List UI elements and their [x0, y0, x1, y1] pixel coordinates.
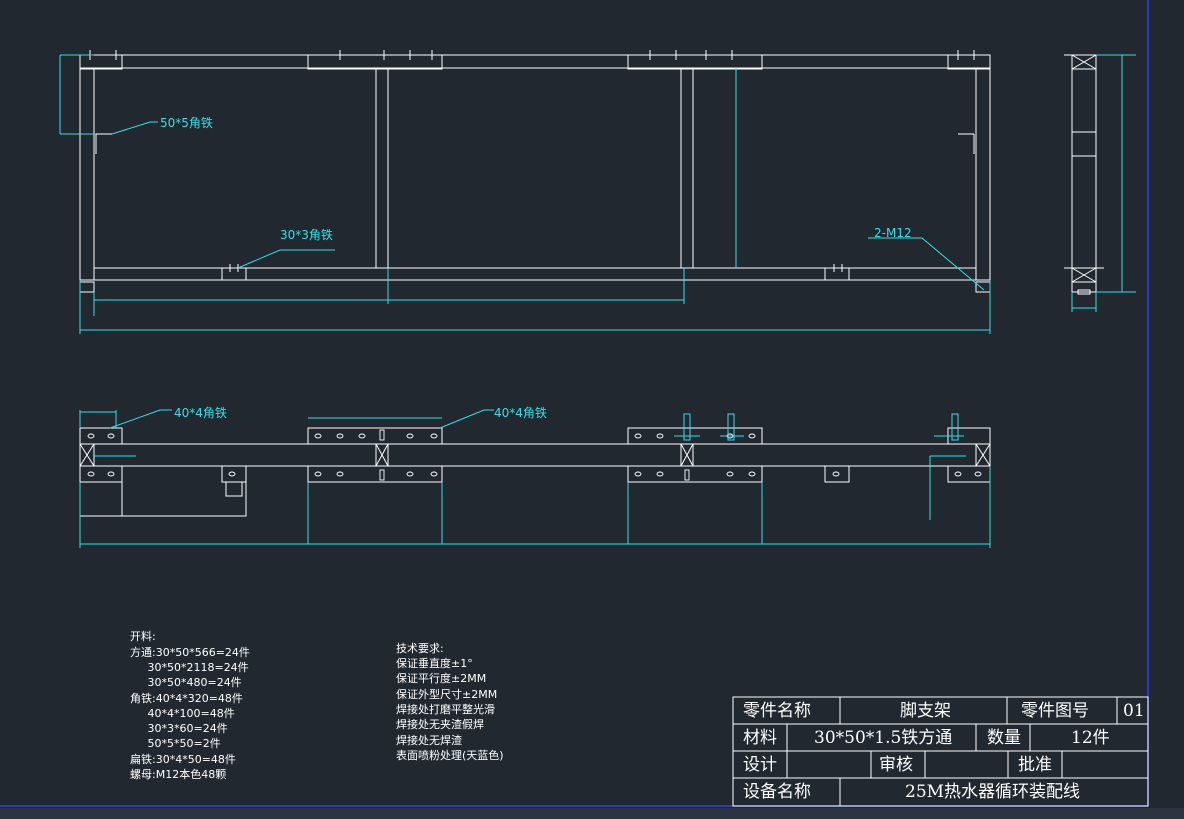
tech-requirement-line: 焊接处打磨平整光滑 — [396, 703, 495, 716]
label-angle-30x3: 30*3角铁 — [280, 228, 333, 242]
top-view — [79, 427, 991, 517]
cutting-list-line: 50*5*50=2件 — [130, 737, 221, 750]
cutting-list-line: 方通:30*50*566=24件 — [130, 646, 250, 659]
tech-requirement-line: 保证垂直度±1° — [396, 657, 473, 670]
tech-requirement-line: 表面喷粉处理(天蓝色) — [396, 749, 504, 762]
tech-requirements-title: 技术要求: — [396, 642, 444, 655]
cutting-list-line: 40*4*100=48件 — [130, 707, 235, 720]
part-name-value: 脚支架 — [900, 701, 951, 721]
review-label: 审核 — [879, 755, 913, 775]
label-angle-40x4-left: 40*4角铁 — [174, 406, 227, 420]
label-angle-50x5: 50*5角铁 — [160, 116, 213, 130]
label-bolt-2m12: 2-M12 — [874, 226, 912, 240]
status-strip — [0, 808, 1184, 819]
tech-requirement-line: 焊接处无夹渣假焊 — [396, 718, 484, 731]
quantity-label: 数量 — [987, 728, 1021, 748]
cutting-list-line: 螺母:M12本色48颗 — [130, 768, 227, 781]
material-label: 材料 — [743, 728, 777, 748]
cutting-list-line: 角铁:40*4*320=48件 — [130, 692, 243, 705]
front-view-dimensions — [59, 54, 991, 334]
quantity-value: 12件 — [1071, 728, 1110, 748]
title-block-grid — [732, 696, 1149, 807]
cutting-list-line: 30*50*480=24件 — [130, 676, 242, 689]
cutting-list-title: 开料: — [130, 630, 156, 643]
part-no-value: 01 — [1123, 701, 1145, 721]
design-label: 设计 — [743, 755, 777, 775]
part-name-label: 零件名称 — [743, 701, 811, 721]
cutting-list-line: 30*50*2118=24件 — [130, 661, 249, 674]
tech-requirement-line: 保证外型尺寸±2MM — [396, 688, 498, 701]
equipment-label: 设备名称 — [743, 782, 811, 802]
approve-label: 批准 — [1018, 755, 1052, 775]
side-view-dimensions — [1071, 54, 1136, 312]
material-value: 30*50*1.5铁方通 — [814, 728, 953, 748]
label-angle-40x4-right: 40*4角铁 — [494, 406, 547, 420]
cutting-list-line: 扁铁:30*4*50=48件 — [130, 753, 236, 766]
front-view — [79, 50, 991, 293]
top-view-dimensions — [79, 409, 991, 548]
cutting-list-line: 30*3*60=24件 — [130, 722, 228, 735]
tech-requirement-line: 保证平行度±2MM — [396, 672, 487, 685]
equipment-value: 25M热水器循环装配线 — [905, 782, 1081, 802]
tech-requirement-line: 焊接处无焊渣 — [396, 734, 462, 747]
frame-outer — [79, 54, 991, 281]
part-no-label: 零件图号 — [1021, 701, 1089, 721]
side-view — [1064, 54, 1104, 295]
